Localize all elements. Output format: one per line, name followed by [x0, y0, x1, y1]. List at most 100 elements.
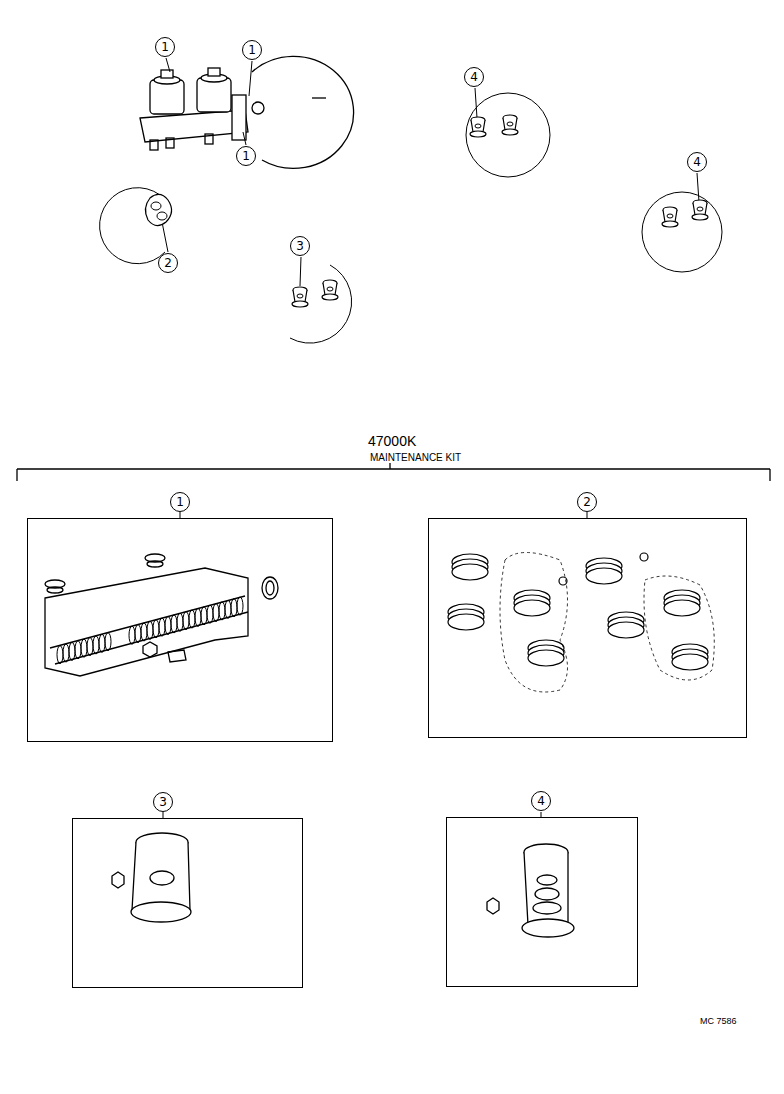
kit-boot	[535, 888, 559, 900]
magnifier-circle	[466, 93, 550, 177]
master-cylinder	[205, 134, 213, 144]
piston-spring	[165, 616, 171, 634]
box-frame	[446, 817, 638, 987]
leader-line	[249, 61, 252, 96]
piston-spring	[171, 615, 177, 633]
piston-spring	[237, 597, 243, 615]
piston-spring	[105, 633, 111, 651]
callout-number: 4	[531, 791, 551, 811]
master-cylinder	[252, 102, 264, 114]
piston-spring	[183, 612, 189, 630]
box-frame	[428, 518, 747, 738]
kit-cylinder	[147, 561, 163, 567]
kit-cylinder	[45, 554, 278, 676]
seal-ring	[664, 600, 700, 616]
master-cylinder	[208, 68, 220, 76]
leader-line	[475, 88, 477, 118]
piston-spring	[177, 613, 183, 631]
kit-boot	[112, 833, 574, 937]
kit-cylinder	[168, 650, 186, 662]
piston-spring	[153, 620, 159, 638]
master-cylinder	[166, 138, 174, 148]
kit-name: MAINTENANCE KIT	[369, 452, 462, 463]
piston-spring	[69, 642, 75, 660]
master-cylinder	[232, 95, 246, 140]
seal-ring	[448, 553, 708, 670]
callout-number: 4	[464, 67, 484, 87]
piston-spring	[219, 602, 225, 620]
piston-spring	[141, 623, 147, 641]
piston-spring	[159, 618, 165, 636]
piston-spring	[129, 626, 135, 644]
kit-cylinder	[143, 642, 157, 657]
master-cylinder	[197, 78, 231, 112]
small-part	[662, 207, 678, 227]
magnifier-circle	[290, 265, 352, 343]
callout-number: 4	[687, 152, 707, 172]
small-part	[292, 287, 308, 307]
seal-ring	[672, 654, 708, 670]
callout-number: 3	[153, 792, 173, 812]
small-part	[322, 280, 338, 300]
master-cylinder	[140, 56, 354, 168]
kit-bracket	[389, 463, 390, 469]
piston-spring	[213, 604, 219, 622]
piston-spring	[147, 621, 153, 639]
piston-spring	[201, 607, 207, 625]
small-part	[145, 194, 171, 225]
callout-number: 1	[170, 492, 190, 512]
kit-cylinder	[266, 581, 274, 595]
kit-box: 1	[27, 490, 333, 742]
seal-ring	[586, 568, 622, 584]
kit-boot	[132, 842, 190, 910]
small-part	[470, 117, 486, 137]
kit-bracket	[769, 469, 770, 481]
box-frame	[72, 818, 303, 988]
kit-bracket	[16, 469, 17, 481]
piston-spring	[231, 599, 237, 617]
kit-cylinder	[47, 587, 63, 593]
seal-ring	[528, 650, 564, 666]
kit-group-outline	[500, 553, 714, 693]
piston-spring	[81, 639, 87, 657]
kit-cylinder	[262, 577, 278, 599]
kit-boot	[537, 875, 557, 885]
leader-line	[162, 58, 699, 818]
leader-line	[162, 222, 168, 252]
leader-line	[300, 257, 301, 286]
master-cylinder	[150, 140, 158, 150]
kit-cylinder	[50, 596, 248, 664]
piston-spring	[189, 610, 195, 628]
kit-bracket	[17, 468, 770, 469]
kit-group-outline	[500, 553, 568, 693]
piston-spring	[225, 600, 231, 618]
leader-line	[166, 58, 170, 72]
master-cylinder	[150, 80, 184, 114]
callout-number: 1	[242, 40, 262, 60]
small-part	[502, 115, 518, 135]
magnifier-circle	[100, 93, 722, 343]
seal-ring	[514, 600, 550, 616]
drawing-code: MC 7586	[699, 1017, 738, 1027]
piston-spring	[87, 638, 93, 656]
kit-box: 3	[72, 790, 303, 988]
piston-spring	[207, 605, 213, 623]
part-number: 47000K	[367, 434, 417, 449]
kit-group-outline	[644, 576, 714, 680]
piston-spring	[195, 608, 201, 626]
master-cylinder	[161, 70, 173, 78]
kit-boot	[487, 898, 499, 914]
seal-ring	[448, 614, 484, 630]
kit-cylinder	[45, 568, 248, 676]
piston-spring	[135, 625, 141, 643]
kit-box: 2	[428, 490, 747, 738]
kit-boot	[524, 852, 568, 925]
callout-number: 2	[158, 253, 178, 273]
piston-spring	[75, 641, 81, 659]
small-part	[692, 200, 708, 220]
magnifier-circle	[642, 192, 722, 272]
seal-ring	[640, 553, 648, 561]
small-part	[157, 212, 167, 220]
seal-ring	[608, 622, 644, 638]
